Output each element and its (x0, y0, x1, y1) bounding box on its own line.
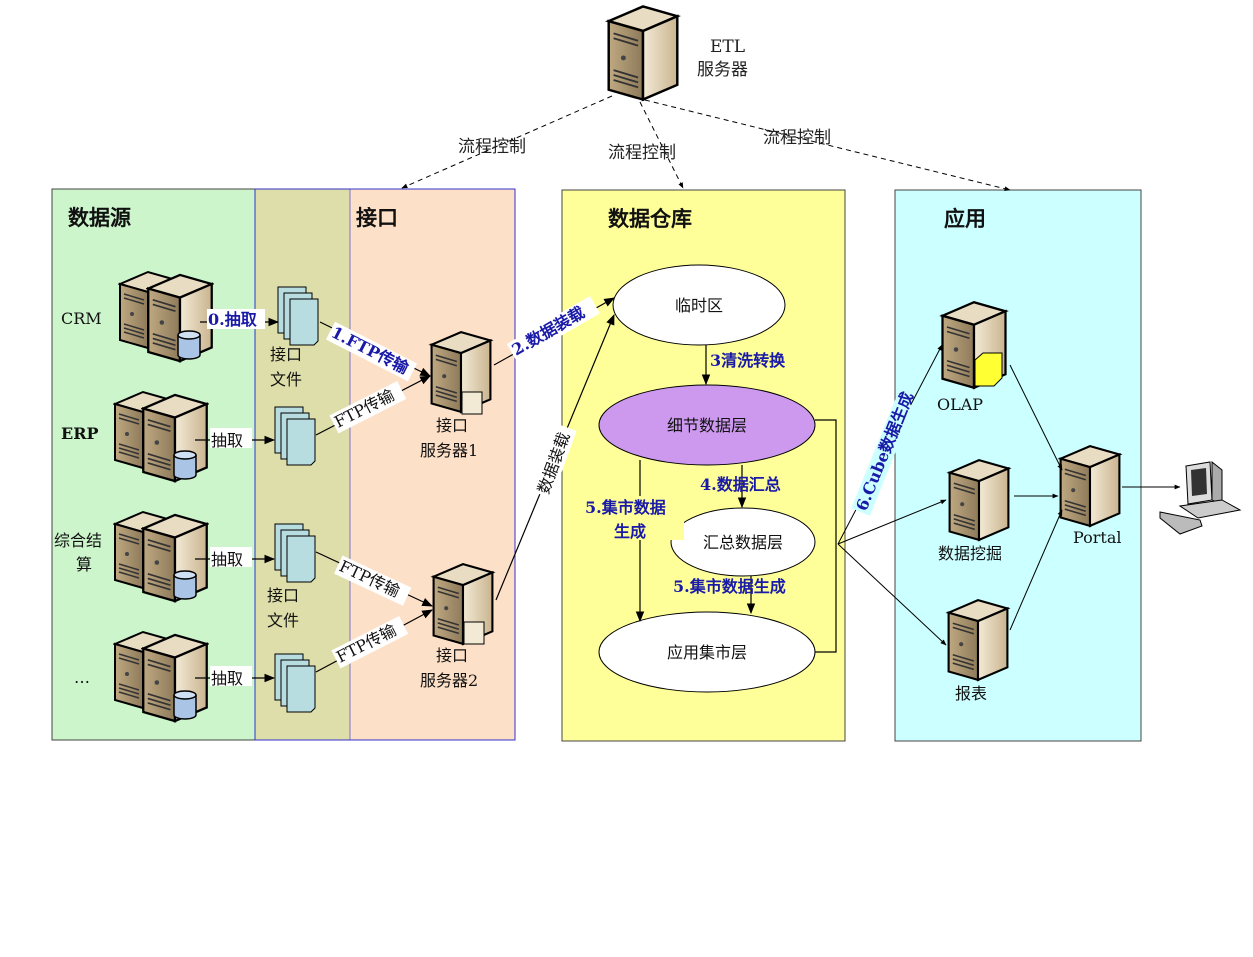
olap-label: OLAP (937, 395, 983, 414)
interface-panel-border (254, 188, 516, 741)
file-label: 接口 (267, 586, 299, 605)
mart-gen-label: 5.集市数据 (585, 498, 666, 517)
aggregate-label: 4.数据汇总 (700, 475, 781, 494)
detail-label: 细节数据层 (667, 416, 747, 435)
application-title: 应用 (944, 207, 986, 231)
control-label-application: 流程控制 (763, 128, 831, 148)
source-settlement: 综合结 算 (54, 510, 208, 603)
portal-server-icon (1059, 444, 1121, 528)
report-server-icon (947, 598, 1009, 682)
portal-label: Portal (1073, 528, 1121, 547)
interface-title: 接口 (356, 206, 398, 230)
database-icon (177, 330, 201, 360)
server-label: 服务器2 (420, 671, 478, 690)
summary-label: 汇总数据层 (703, 533, 783, 552)
source-label: ERP (61, 424, 99, 443)
source-label: 综合结 (54, 531, 102, 550)
source-erp: ERP (61, 390, 208, 483)
warehouse-title: 数据仓库 (608, 207, 692, 231)
server-label: 接口 (436, 416, 468, 435)
file-stack-icon (274, 406, 316, 466)
extract-label: 0.抽取 (208, 310, 257, 329)
source-title: 数据源 (68, 206, 131, 230)
file-label: 文件 (270, 370, 302, 389)
source-label: CRM (61, 309, 102, 328)
extract-label: 抽取 (211, 431, 243, 450)
server-label: 服务器1 (420, 441, 478, 460)
file-stack-icon (274, 653, 316, 713)
clean-label: 3清洗转换 (710, 351, 786, 370)
file-label: 文件 (267, 611, 299, 630)
database-icon (173, 450, 197, 480)
mining-server-icon (948, 458, 1010, 542)
source-label: 算 (76, 555, 92, 574)
file-stack-icon (277, 286, 319, 346)
staging-area (612, 264, 786, 346)
mart-gen-label: 生成 (614, 522, 646, 541)
server-label: 接口 (436, 646, 468, 665)
mart-gen-label-2: 5.集市数据生成 (673, 577, 786, 596)
file-label: 接口 (270, 345, 302, 364)
extract-label: 抽取 (211, 550, 243, 569)
source-crm: CRM (61, 270, 213, 363)
etl-label-1: ETL (710, 37, 745, 57)
report-label: 报表 (955, 684, 987, 703)
control-arrows (401, 95, 1011, 192)
etl-server-icon (607, 5, 679, 101)
control-label-interface: 流程控制 (458, 137, 526, 157)
source-other: … (74, 630, 208, 723)
database-icon (173, 570, 197, 600)
extract-label: 抽取 (211, 669, 243, 688)
file-stack-icon (274, 523, 316, 583)
warehouse-flow-arrows (635, 345, 837, 653)
mart-label: 应用集市层 (667, 643, 747, 662)
control-label-warehouse: 流程控制 (608, 143, 676, 163)
staging-label: 临时区 (675, 296, 723, 315)
etl-label-2: 服务器 (697, 60, 748, 80)
client-computer-icon (1159, 460, 1242, 535)
mining-label: 数据挖掘 (938, 544, 1002, 563)
interface-server-panel (350, 189, 515, 740)
source-label: … (74, 668, 90, 687)
database-icon (173, 690, 197, 720)
